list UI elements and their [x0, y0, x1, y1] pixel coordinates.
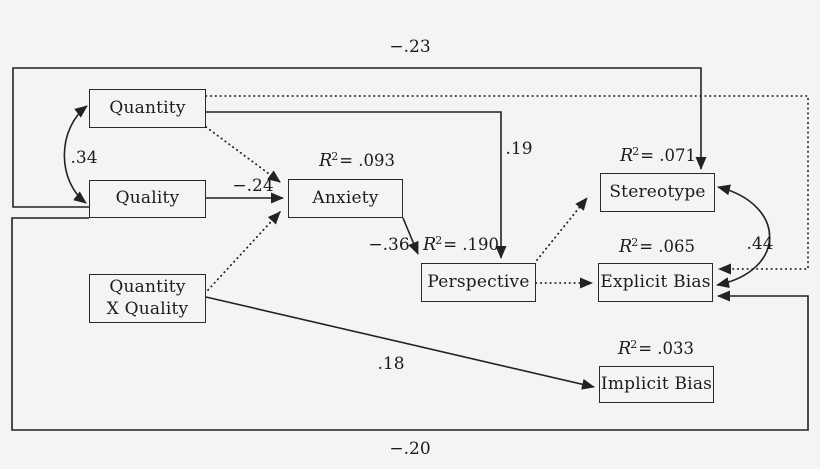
edge-stereotype-explicit-covariance-arc [716, 184, 771, 289]
r2-symbol: R [319, 151, 333, 171]
node-implicit-bias-label: Implicit Bias [600, 373, 713, 394]
node-anxiety-label: Anxiety [312, 187, 379, 208]
edge-quantity-quality-covariance-arc [63, 105, 88, 204]
edge-quality-stereotype-line [12, 67, 707, 208]
node-quality-label: Quality [115, 188, 180, 209]
coef-quantity-quality-covariance: .34 [70, 148, 98, 168]
r2-exponent: 2 [631, 235, 639, 249]
r2-label-implicit-bias: R2= .033 [618, 337, 694, 360]
r2-symbol: R [619, 237, 633, 257]
edge-quality-explicit-bias-line [11, 217, 809, 431]
r2-label-perspective: R2= .190 [423, 233, 499, 256]
edge-quantity-anxiety-dotted [205, 126, 281, 183]
edge-quantity-perspective-line [206, 111, 507, 259]
coef-quantity-perspective: .19 [505, 139, 533, 159]
r2-symbol: R [423, 235, 437, 255]
node-qxq-label-line1: Quantity [109, 277, 186, 298]
node-stereotype-label: Stereotype [609, 181, 706, 202]
r2-value-perspective: = .190 [443, 235, 499, 254]
node-perspective-label: Perspective [427, 271, 530, 292]
edge-qxq-implicit-bias-line [205, 296, 595, 390]
r2-value-explicit-bias: = .065 [639, 237, 695, 256]
node-stereotype: Stereotype [600, 173, 715, 212]
r2-value-anxiety: = .093 [339, 151, 395, 170]
node-perspective: Perspective [421, 263, 536, 302]
node-explicit-bias: Explicit Bias [598, 263, 713, 302]
edge-perspective-stereotype-dotted [536, 197, 588, 261]
r2-value-stereotype: = .071 [640, 146, 696, 165]
coef-quality-explicit-bias: −.20 [389, 439, 431, 459]
coef-stereotype-explicit-covariance: .44 [746, 234, 774, 254]
coef-anxiety-perspective: −.36 [368, 235, 410, 255]
r2-label-anxiety: R2= .093 [319, 149, 395, 172]
r2-exponent: 2 [632, 144, 640, 158]
node-quality: Quality [89, 180, 206, 218]
node-quantity-x-quality: Quantity X Quality [89, 274, 206, 323]
coef-qxq-implicit-bias: .18 [377, 354, 405, 374]
r2-symbol: R [620, 146, 634, 166]
r2-exponent: 2 [331, 149, 339, 163]
r2-exponent: 2 [435, 233, 443, 247]
edge-qxq-anxiety-dotted [207, 211, 281, 291]
r2-symbol: R [618, 339, 632, 359]
node-quantity-label: Quantity [109, 97, 186, 118]
node-quantity: Quantity [89, 89, 206, 128]
coef-quality-stereotype: −.23 [389, 37, 431, 57]
node-implicit-bias: Implicit Bias [599, 366, 714, 403]
r2-label-explicit-bias: R2= .065 [619, 235, 695, 258]
edge-anxiety-perspective-line [402, 217, 419, 255]
r2-exponent: 2 [630, 337, 638, 351]
r2-label-stereotype: R2= .071 [620, 144, 696, 167]
node-anxiety: Anxiety [288, 179, 403, 218]
node-qxq-label-line2: X Quality [106, 298, 189, 319]
r2-value-implicit-bias: = .033 [638, 339, 694, 358]
coef-quality-anxiety: −.24 [232, 176, 274, 196]
node-explicit-bias-label: Explicit Bias [600, 271, 711, 292]
